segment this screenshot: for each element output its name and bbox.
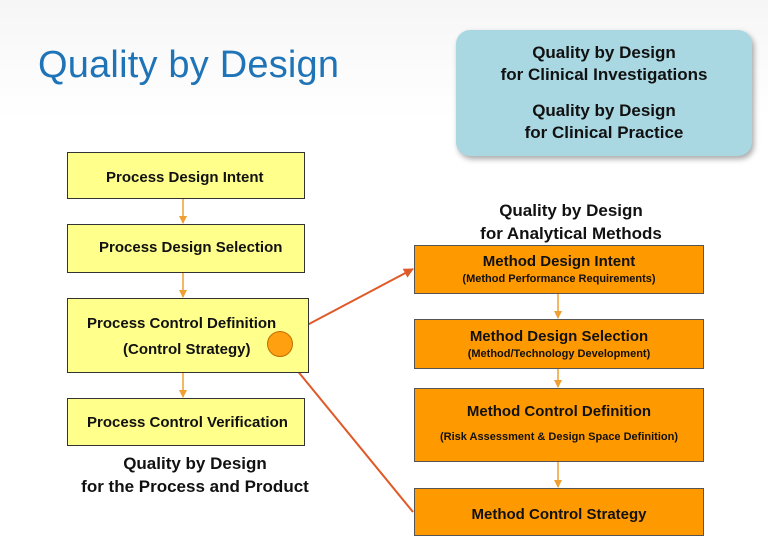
method-design-selection-subtitle: (Method/Technology Development) [467, 348, 651, 360]
method-design-selection-box: Method Design Selection (Method/Technolo… [414, 319, 704, 369]
page-title: Quality by Design [38, 44, 340, 86]
method-control-definition-title: Method Control Definition [466, 403, 652, 420]
method-control-definition-subtitle: (Risk Assessment & Design Space Definiti… [440, 431, 678, 443]
method-design-selection-title: Method Design Selection [469, 328, 649, 345]
control-strategy-marker [267, 331, 293, 357]
process-design-selection-label: Process Design Selection [99, 239, 283, 256]
method-design-intent-box: Method Design Intent (Method Performance… [414, 245, 704, 294]
process-control-verification-label: Process Control Verification [87, 414, 288, 431]
analytical-header-line-2: for Analytical Methods [480, 224, 662, 243]
method-control-strategy-title: Method Control Strategy [471, 506, 647, 523]
method-control-strategy-box: Method Control Strategy [414, 488, 704, 536]
analytical-header-line-1: Quality by Design [499, 201, 643, 220]
arrow-from-control-strategy [286, 357, 414, 513]
process-caption-line-2: for the Process and Product [81, 477, 309, 496]
callout-line-1: Quality by Design [532, 43, 676, 62]
analytical-header: Quality by Design for Analytical Methods [430, 199, 712, 245]
method-design-intent-subtitle: (Method Performance Requirements) [462, 273, 656, 285]
process-design-intent-box: Process Design Intent [67, 152, 305, 199]
arrow-to-method-intent [291, 268, 414, 334]
method-control-definition-box: Method Control Definition (Risk Assessme… [414, 388, 704, 462]
process-design-intent-label: Process Design Intent [106, 169, 264, 186]
clinical-callout: Quality by Design for Clinical Investiga… [456, 30, 752, 156]
process-caption-line-1: Quality by Design [123, 454, 267, 473]
callout-line-4: for Clinical Practice [524, 123, 684, 142]
process-caption: Quality by Design for the Process and Pr… [50, 452, 340, 498]
process-control-verification-box: Process Control Verification [67, 398, 305, 446]
callout-line-2: for Clinical Investigations [500, 65, 708, 84]
callout-line-3: Quality by Design [532, 101, 676, 120]
process-control-definition-label: Process Control Definition [87, 315, 277, 332]
control-strategy-label: (Control Strategy) [123, 341, 251, 358]
process-design-selection-box: Process Design Selection [67, 224, 305, 273]
method-design-intent-title: Method Design Intent [482, 253, 636, 270]
